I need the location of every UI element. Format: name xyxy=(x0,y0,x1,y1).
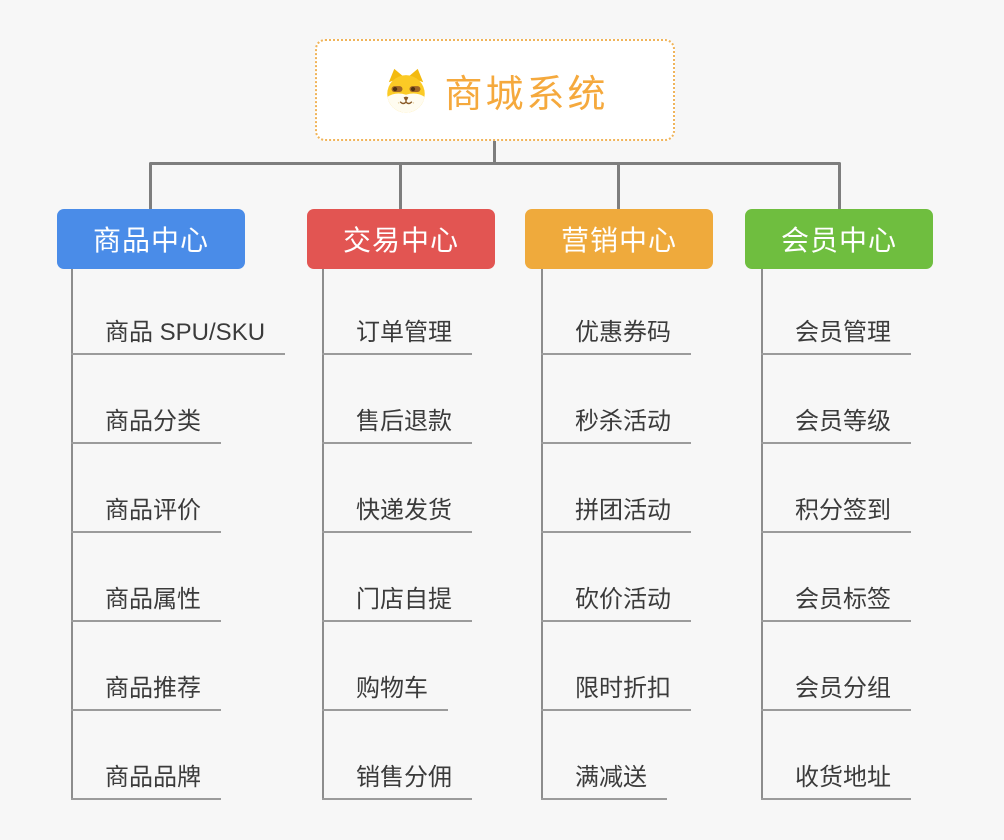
leaf-node[interactable]: 商品评价 xyxy=(71,493,221,533)
connector-root-stem xyxy=(493,140,496,164)
branch-node-product-center[interactable]: 商品中心 xyxy=(57,209,245,269)
leaf-node[interactable]: 商品推荐 xyxy=(71,671,221,711)
leaf-node[interactable]: 订单管理 xyxy=(322,315,472,355)
leaf-node[interactable]: 积分签到 xyxy=(761,493,911,533)
leaf-node[interactable]: 商品 SPU/SKU xyxy=(71,315,286,355)
leaf-node[interactable]: 会员管理 xyxy=(761,315,911,355)
branch-label: 交易中心 xyxy=(342,225,459,256)
leaf-node[interactable]: 满减送 xyxy=(541,760,667,800)
leaf-node[interactable]: 砍价活动 xyxy=(541,582,691,622)
leaf-node[interactable]: 收货地址 xyxy=(761,760,911,800)
connector-drop-product xyxy=(149,163,152,210)
branch-label: 会员中心 xyxy=(780,225,897,256)
connector-drop-marketing xyxy=(617,163,620,210)
leaf-node[interactable]: 秒杀活动 xyxy=(541,404,691,444)
connector-drop-member xyxy=(838,163,841,210)
leaf-node[interactable]: 限时折扣 xyxy=(541,671,691,711)
connector-horizontal xyxy=(149,162,841,165)
root-node-mall-system[interactable]: 商城系统 xyxy=(315,39,675,141)
trunk-line-marketing xyxy=(541,269,543,800)
leaf-node[interactable]: 购物车 xyxy=(322,671,448,711)
leaf-node[interactable]: 会员分组 xyxy=(761,671,911,711)
leaf-node[interactable]: 优惠券码 xyxy=(541,315,691,355)
connector-drop-trade xyxy=(399,163,402,210)
trunk-line-trade xyxy=(322,269,324,800)
leaf-node[interactable]: 销售分佣 xyxy=(322,760,472,800)
branch-node-marketing-center[interactable]: 营销中心 xyxy=(525,209,713,269)
dog-face-icon xyxy=(387,68,426,113)
leaf-node[interactable]: 拼团活动 xyxy=(541,493,691,533)
branch-label: 营销中心 xyxy=(560,225,677,256)
leaf-node[interactable]: 门店自提 xyxy=(322,582,472,622)
leaf-node[interactable]: 会员标签 xyxy=(761,582,911,622)
branch-label: 商品中心 xyxy=(92,225,209,256)
trunk-line-member xyxy=(761,269,763,800)
branch-node-trade-center[interactable]: 交易中心 xyxy=(307,209,495,269)
leaf-node[interactable]: 商品分类 xyxy=(71,404,221,444)
root-node-label: 商城系统 xyxy=(444,73,609,116)
leaf-node[interactable]: 会员等级 xyxy=(761,404,911,444)
leaf-node[interactable]: 快递发货 xyxy=(322,493,472,533)
leaf-node[interactable]: 商品属性 xyxy=(71,582,221,622)
leaf-node[interactable]: 商品品牌 xyxy=(71,760,221,800)
leaf-node[interactable]: 售后退款 xyxy=(322,404,472,444)
branch-node-member-center[interactable]: 会员中心 xyxy=(745,209,933,269)
trunk-line-product xyxy=(71,269,73,800)
